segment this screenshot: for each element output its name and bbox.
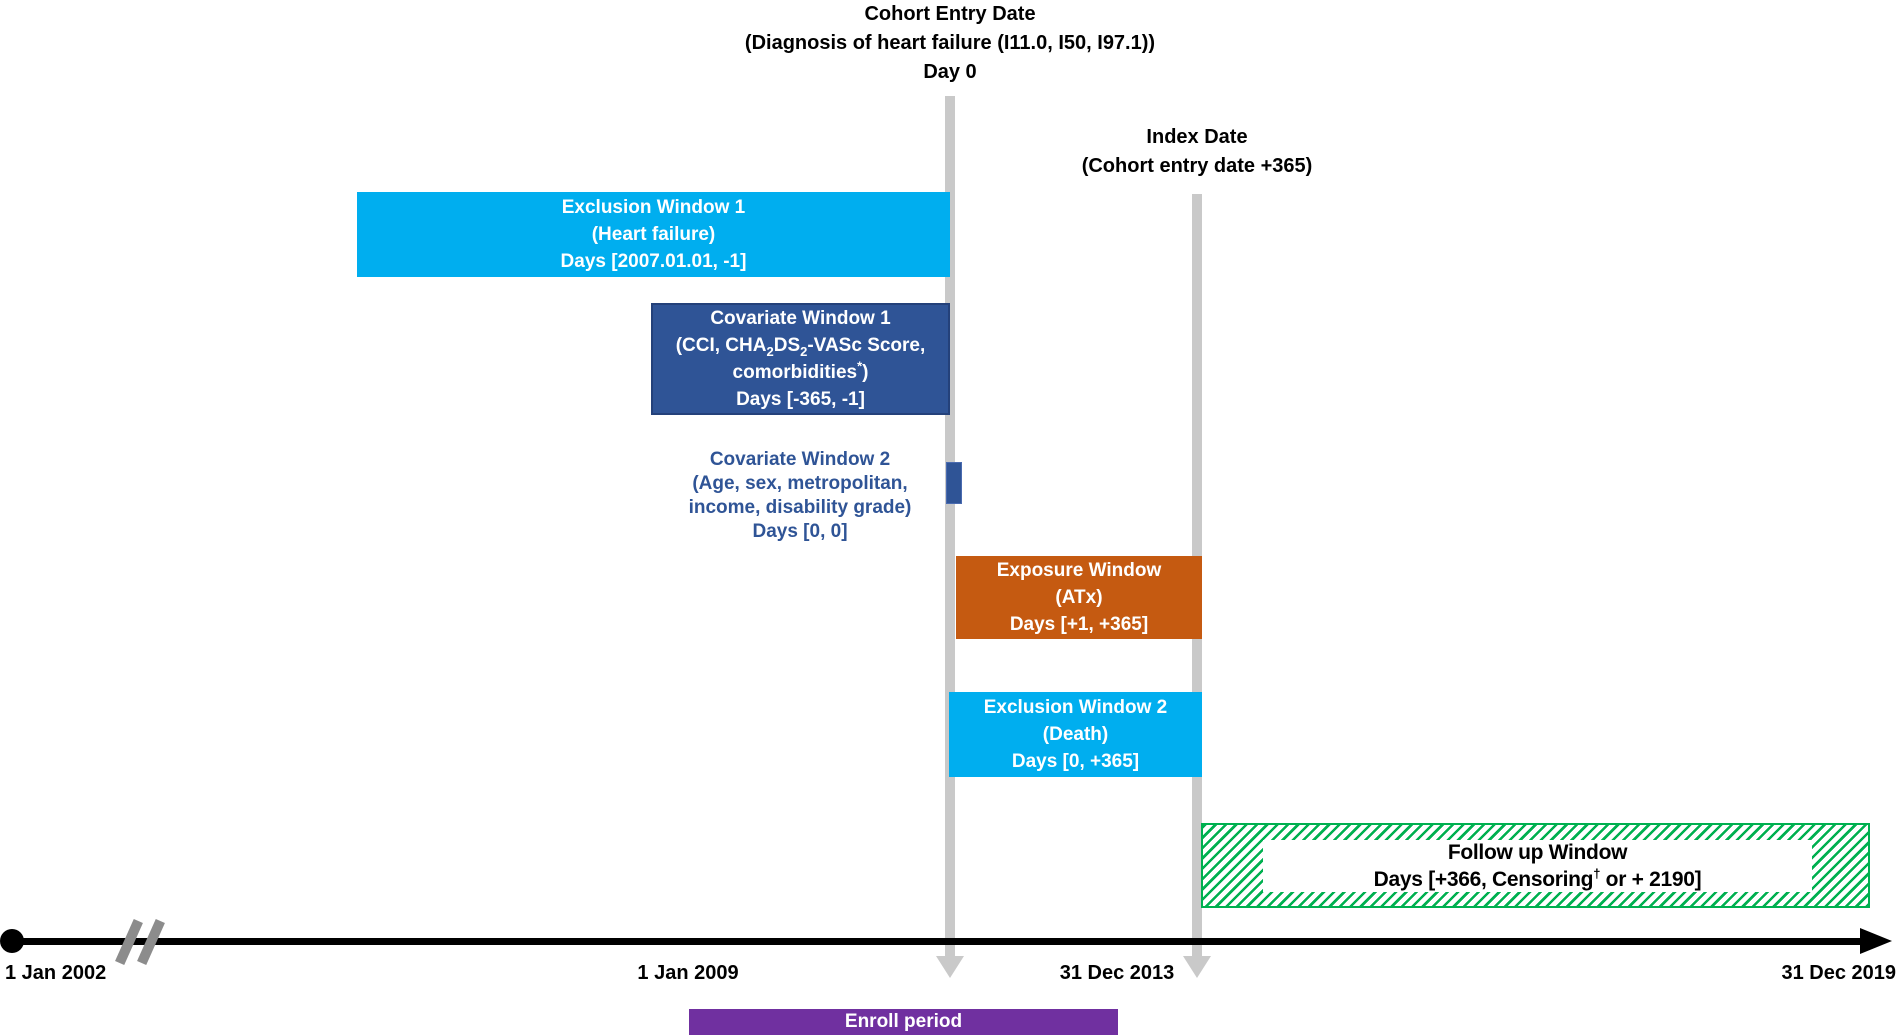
timeline-axis: [10, 938, 1862, 945]
covariate-window-2-criteria-line2: income, disability grade): [688, 497, 912, 518]
timeline-label-enroll-start: 1 Jan 2009: [637, 962, 739, 984]
index-date-title: Index Date: [1146, 126, 1248, 148]
exposure-window-title: Exposure Window: [996, 560, 1162, 581]
covariate-window-1-criteria-text: comorbidities: [732, 362, 858, 383]
exposure-window-days: Days [+1, +365]: [1009, 614, 1149, 635]
follow-up-window-label: Follow up Window Days [+366, Censoring† …: [1263, 840, 1812, 892]
covariate-window-1-criteria-text: -VASc Score,: [807, 335, 926, 356]
exclusion-window-1-box: Exclusion Window 1 (Heart failure) Days …: [357, 192, 950, 277]
timeline-right-arrow-icon: [1860, 928, 1892, 954]
exposure-window-criteria: (ATx): [1055, 587, 1103, 608]
covariate-window-2-title: Covariate Window 2: [709, 449, 891, 470]
index-date-down-arrow-icon: [1183, 956, 1211, 978]
follow-up-window-days-text: Days [+366, Censoring: [1373, 868, 1594, 891]
exclusion-window-2-criteria: (Death): [1042, 724, 1109, 745]
follow-up-window-title: Follow up Window: [1447, 841, 1628, 864]
index-date-header: Index Date (Cohort entry date +365): [897, 123, 1497, 181]
exclusion-window-1-days: Days [2007.01.01, -1]: [560, 251, 747, 272]
enroll-period-label: Enroll period: [844, 1011, 963, 1032]
covariate-window-1-criteria-line2: comorbidities*): [653, 359, 948, 386]
exclusion-window-2-days: Days [0, +365]: [1011, 751, 1140, 772]
exclusion-window-2-box: Exclusion Window 2 (Death) Days [0, +365…: [949, 692, 1202, 777]
timeline-label-enroll-end: 31 Dec 2013: [1059, 962, 1175, 984]
cohort-entry-line: [945, 96, 955, 956]
cohort-entry-subtitle: (Diagnosis of heart failure (I11.0, I50,…: [744, 32, 1156, 54]
covariate-window-1-box: Covariate Window 1 (CCI, CHA2DS2-VASc Sc…: [651, 303, 950, 415]
timeline-label-end: 31 Dec 2019: [1781, 962, 1896, 984]
covariate-window-2-criteria-line1: (Age, sex, metropolitan,: [692, 473, 908, 494]
follow-up-window-dagger: †: [1593, 866, 1601, 881]
follow-up-window-days-text: or + 2190]: [1600, 868, 1702, 891]
exposure-window-box: Exposure Window (ATx) Days [+1, +365]: [956, 556, 1202, 639]
covariate-window-1-title: Covariate Window 1: [710, 308, 891, 329]
covariate-window-1-days: Days [-365, -1]: [736, 389, 865, 410]
covariate-window-2-days: Days [0, 0]: [752, 521, 848, 542]
covariate-window-2-box: [946, 462, 962, 504]
index-date-subtitle: (Cohort entry date +365): [1081, 155, 1313, 177]
covariate-window-1-criteria: (CCI, CHA2DS2-VASc Score,: [653, 332, 948, 359]
exclusion-window-1-title: Exclusion Window 1: [561, 197, 746, 218]
cohort-entry-day: Day 0: [923, 61, 977, 83]
exclusion-window-2-title: Exclusion Window 2: [983, 697, 1168, 718]
cohort-entry-header: Cohort Entry Date (Diagnosis of heart fa…: [450, 0, 1450, 87]
covariate-window-1-subscript: 2: [766, 343, 774, 359]
follow-up-window-days: Days [+366, Censoring† or + 2190]: [1263, 866, 1812, 893]
timeline-label-start: 1 Jan 2002: [5, 962, 107, 984]
covariate-window-1-criteria-text: ): [862, 362, 869, 383]
covariate-window-2-label: Covariate Window 2 (Age, sex, metropolit…: [620, 448, 980, 544]
exclusion-window-1-criteria: (Heart failure): [591, 224, 716, 245]
covariate-window-1-criteria-text: DS: [773, 335, 801, 356]
covariate-window-1-asterisk: *: [857, 358, 863, 374]
follow-up-window-box: Follow up Window Days [+366, Censoring† …: [1201, 823, 1870, 908]
cohort-entry-title: Cohort Entry Date: [864, 3, 1036, 25]
covariate-window-1-subscript: 2: [800, 343, 808, 359]
enroll-period-box: Enroll period: [689, 1009, 1118, 1035]
covariate-window-1-criteria-text: (CCI, CHA: [675, 335, 767, 356]
cohort-entry-down-arrow-icon: [936, 956, 964, 978]
